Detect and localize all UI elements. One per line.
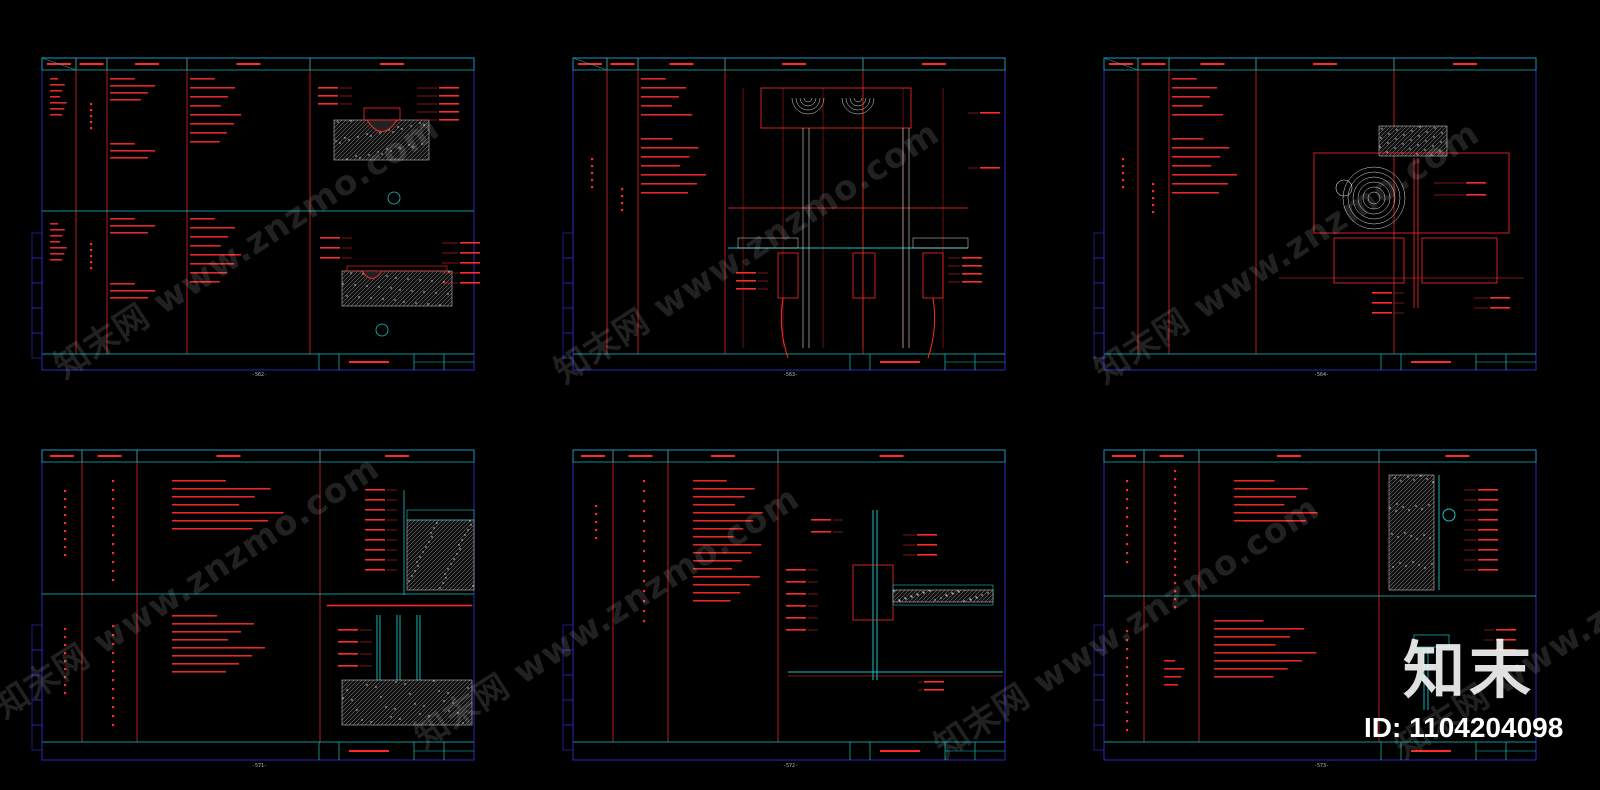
page-label-1: -562- — [252, 372, 268, 378]
drawing-sheet-4 — [31, 449, 475, 761]
drawing-sheet-6 — [1093, 449, 1537, 761]
drawing-sheet-5 — [562, 449, 1006, 761]
drawing-sheet-2 — [562, 57, 1006, 371]
brand-logo: 知末 — [1402, 634, 1535, 707]
drawing-sheet-1 — [31, 57, 480, 371]
page-label-4: -571- — [252, 763, 268, 769]
page-label-2: -563- — [783, 372, 799, 378]
brand-id-label: ID: 1104204098 — [1364, 712, 1564, 743]
drawing-sheet-3 — [1093, 57, 1537, 371]
page-label-3: -564- — [1314, 372, 1330, 378]
page-label-5: -572- — [783, 763, 799, 769]
brand-block: 知末 ID: 1104204098 — [1364, 634, 1563, 744]
page-label-6: -573- — [1314, 763, 1330, 769]
